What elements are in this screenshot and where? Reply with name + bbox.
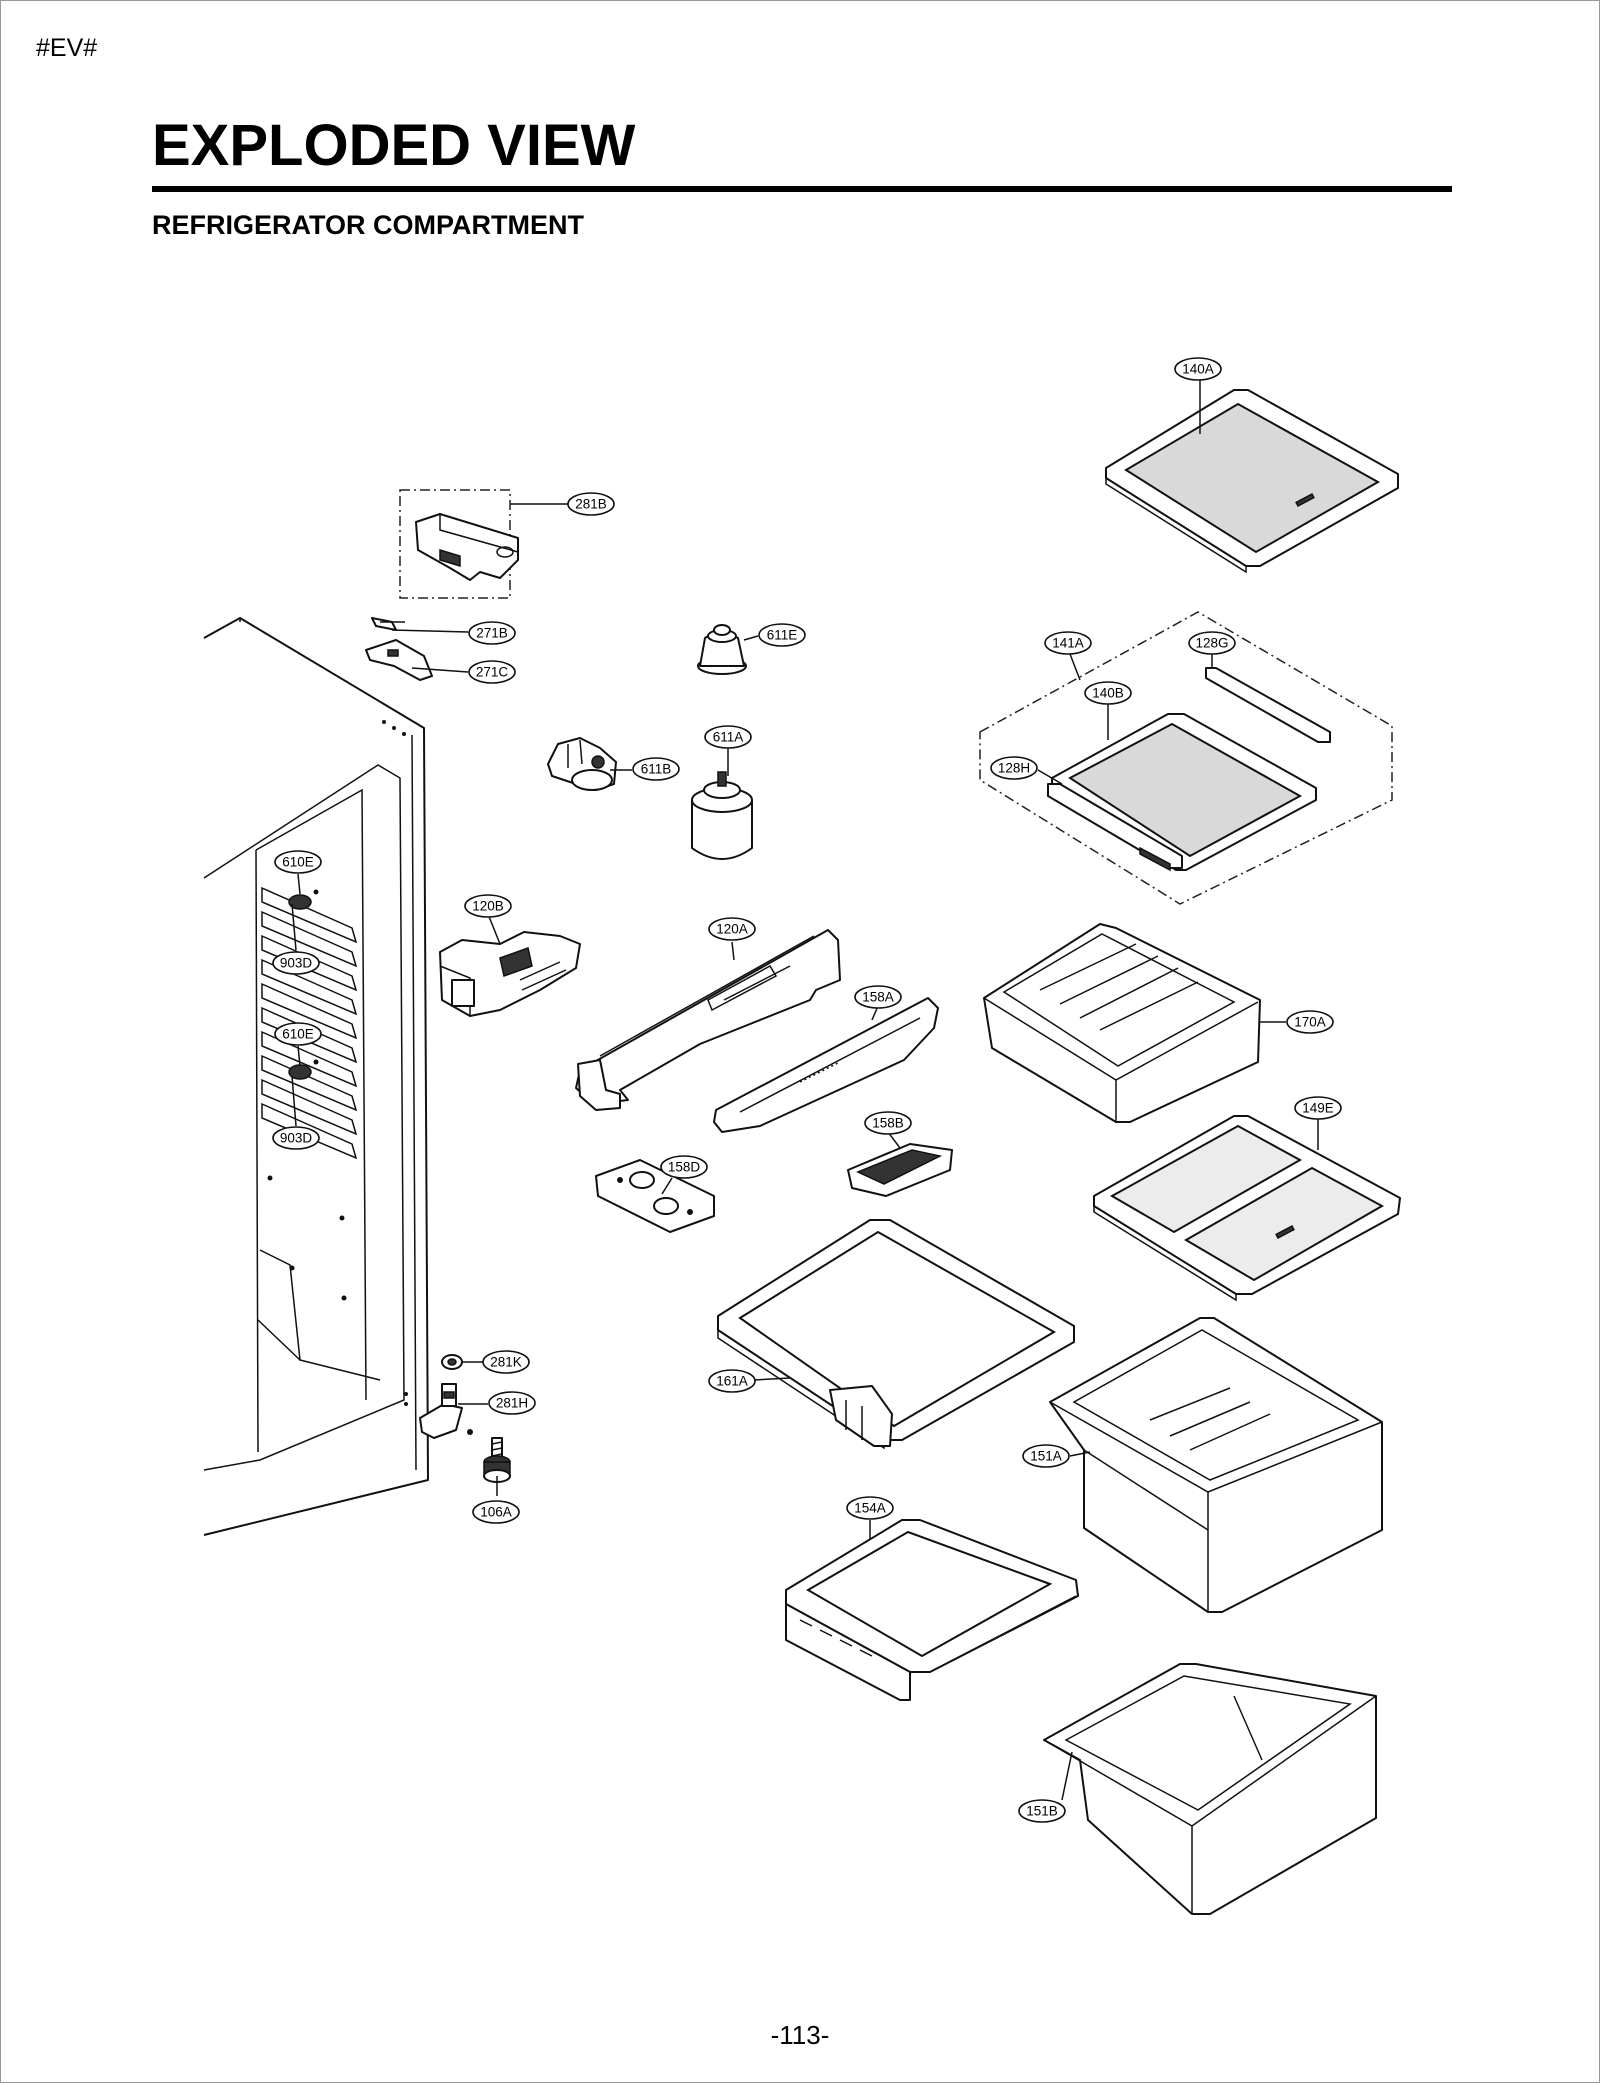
callout-140b: 140B [1084, 681, 1132, 705]
svg-text:611A: 611A [713, 730, 744, 745]
svg-text:120A: 120A [716, 922, 748, 937]
callouts: 140A 281B 271B 271C 611E 141A 128G 140B … [272, 357, 1342, 1823]
callout-140a: 140A [1174, 357, 1222, 381]
part-158a [713, 997, 939, 1133]
leader-lines [291, 380, 1319, 1801]
refrigerator-cabinet [203, 617, 429, 1536]
callout-158d: 158D [660, 1155, 708, 1179]
callout-158b: 158B [864, 1111, 912, 1135]
callout-281h: 281H [488, 1391, 536, 1415]
callout-903d: 903D [272, 951, 320, 975]
svg-text:611E: 611E [767, 628, 798, 643]
callout-271b: 271B [468, 621, 516, 645]
part-281k [441, 1354, 463, 1370]
callout-903d: 903D [272, 1126, 320, 1150]
svg-text:161A: 161A [716, 1374, 748, 1389]
callout-158a: 158A [854, 985, 902, 1009]
svg-text:106A: 106A [480, 1505, 512, 1520]
svg-text:158A: 158A [862, 990, 894, 1005]
svg-text:151B: 151B [1026, 1804, 1058, 1819]
svg-text:128G: 128G [1195, 636, 1228, 651]
svg-text:271B: 271B [476, 626, 508, 641]
callout-120b: 120B [464, 894, 512, 918]
svg-text:170A: 170A [1294, 1015, 1326, 1030]
part-281h [419, 1383, 473, 1439]
svg-text:151A: 151A [1030, 1449, 1062, 1464]
part-158d [595, 1159, 715, 1233]
svg-text:610E: 610E [282, 855, 314, 870]
svg-text:128H: 128H [998, 761, 1030, 776]
callout-151b: 151B [1018, 1799, 1066, 1823]
svg-text:903D: 903D [280, 956, 313, 971]
callout-106a: 106A [472, 1500, 520, 1524]
svg-text:140A: 140A [1182, 362, 1214, 377]
svg-text:610E: 610E [282, 1027, 314, 1042]
callout-128h: 128H [990, 756, 1038, 780]
svg-text:281B: 281B [575, 497, 607, 512]
svg-text:149E: 149E [1302, 1101, 1334, 1116]
part-106a [483, 1437, 511, 1483]
svg-text:140B: 140B [1092, 686, 1124, 701]
svg-text:903D: 903D [280, 1131, 313, 1146]
page-title: EXPLODED VIEW [152, 113, 636, 178]
svg-text:141A: 141A [1052, 636, 1084, 651]
part-271c [365, 639, 433, 681]
svg-text:158D: 158D [668, 1160, 701, 1175]
svg-text:271C: 271C [476, 665, 509, 680]
callout-154a: 154A [846, 1496, 894, 1520]
callout-120a: 120A [708, 917, 756, 941]
callout-611e: 611E [758, 623, 806, 647]
page-number: -113- [770, 2020, 830, 2050]
callout-610e: 610E [274, 850, 322, 874]
callout-161a: 161A [708, 1369, 756, 1393]
svg-text:611B: 611B [641, 762, 672, 777]
callout-610e: 610E [274, 1022, 322, 1046]
svg-text:281K: 281K [490, 1355, 522, 1370]
callout-149e: 149E [1294, 1096, 1342, 1120]
part-120a [575, 929, 841, 1111]
part-611b [547, 737, 617, 791]
part-271b [371, 617, 405, 631]
title-rule [152, 186, 1452, 192]
part-154a [785, 1519, 1079, 1701]
part-151a [1049, 1317, 1383, 1613]
part-140a [1105, 389, 1399, 574]
callout-128g: 128G [1188, 631, 1236, 655]
part-group-141a [979, 611, 1393, 905]
shelf-rails [261, 886, 358, 1160]
part-611e [697, 624, 747, 675]
callout-170a: 170A [1286, 1010, 1334, 1034]
callout-151a: 151A [1022, 1444, 1070, 1468]
callout-271c: 271C [468, 660, 516, 684]
callout-611a: 611A [704, 725, 752, 749]
callout-611b: 611B [632, 757, 680, 781]
part-120b [439, 931, 581, 1017]
part-158b [847, 1143, 953, 1197]
part-170a [983, 923, 1261, 1123]
part-281b [399, 489, 519, 599]
svg-text:120B: 120B [472, 899, 504, 914]
svg-text:158B: 158B [872, 1116, 904, 1131]
part-151b [1043, 1663, 1377, 1915]
callout-281b: 281B [567, 492, 615, 516]
page-subtitle: REFRIGERATOR COMPARTMENT [152, 210, 584, 240]
callout-281k: 281K [482, 1350, 530, 1374]
part-611a [691, 771, 753, 860]
document-tag: #EV# [36, 34, 98, 62]
part-161a [717, 1219, 1075, 1450]
part-149e [1093, 1115, 1401, 1302]
svg-text:154A: 154A [854, 1501, 886, 1516]
svg-text:281H: 281H [496, 1396, 528, 1411]
callout-141a: 141A [1044, 631, 1092, 655]
